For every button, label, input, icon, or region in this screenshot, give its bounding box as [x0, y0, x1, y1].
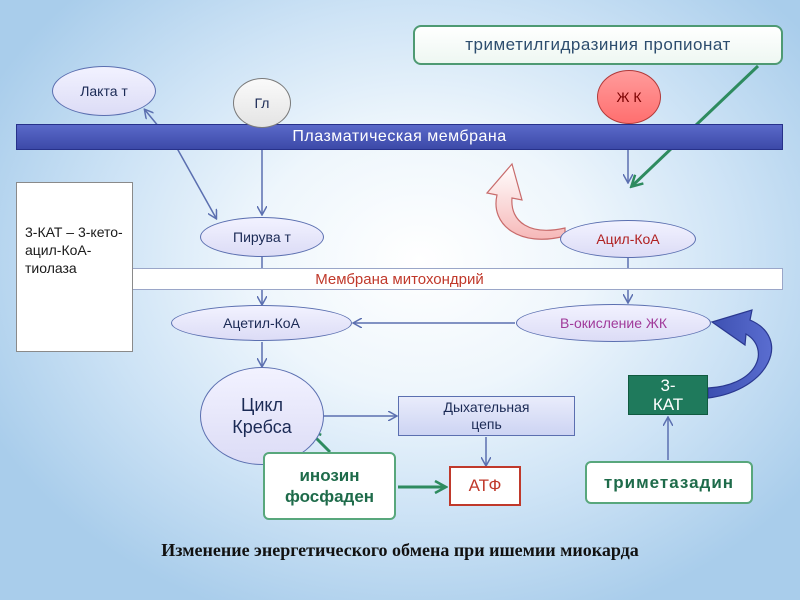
node-lactate-label: Лакта т — [80, 83, 128, 99]
node-beta-oxidation: В-окисление ЖК — [516, 304, 711, 342]
node-glucose: Гл — [233, 78, 291, 128]
node-pyruvate-label: Пирува т — [233, 229, 291, 245]
node-acetyl-coa-label: Ацетил-КоА — [223, 315, 300, 331]
drug-trimetazidine-box: триметазадин — [585, 461, 753, 504]
curved-arrow-blue — [707, 309, 773, 399]
drug-inosine-label: инозин фосфаден — [284, 466, 375, 506]
mitochondrial-membrane: Мембрана митохондрий — [16, 268, 783, 290]
drug-inosine-box: инозин фосфаден — [263, 452, 396, 520]
node-acetyl-coa: Ацетил-КоА — [171, 305, 352, 341]
inhibitor-box-top: триметилгидразиния пропионат — [413, 25, 783, 65]
node-respiratory-chain-label: Дыхательная цепь — [443, 399, 530, 432]
enzyme-3-kat: 3-КАТ — [628, 375, 708, 415]
node-respiratory-chain: Дыхательная цепь — [398, 396, 575, 436]
node-fatty-acids-label: Ж К — [616, 89, 642, 105]
node-krebs-cycle: Цикл Кребса — [200, 367, 324, 465]
node-atp: АТФ — [449, 466, 521, 506]
node-krebs-cycle-label: Цикл Кребса — [232, 395, 292, 437]
node-beta-oxidation-label: В-окисление ЖК — [560, 315, 667, 331]
node-pyruvate: Пирува т — [200, 217, 324, 257]
drug-trimetazidine-label: триметазадин — [603, 473, 735, 492]
kat-legend-box: 3-КАТ – 3-кето-ацил-КоА-тиолаза — [16, 182, 133, 352]
diagram-caption: Изменение энергетического обмена при ише… — [161, 540, 639, 560]
plasma-membrane: Плазматическая мембрана — [16, 124, 783, 150]
node-acyl-coa: Ацил-КоА — [560, 220, 696, 258]
node-lactate: Лакта т — [52, 66, 156, 116]
enzyme-3-kat-label: 3-КАТ — [652, 376, 684, 414]
curved-arrow-red — [485, 162, 566, 240]
node-acyl-coa-label: Ацил-КоА — [596, 231, 660, 247]
arrow-lactate-pyruvate — [177, 149, 216, 218]
node-glucose-label: Гл — [254, 95, 270, 111]
node-fatty-acids: Ж К — [597, 70, 661, 124]
